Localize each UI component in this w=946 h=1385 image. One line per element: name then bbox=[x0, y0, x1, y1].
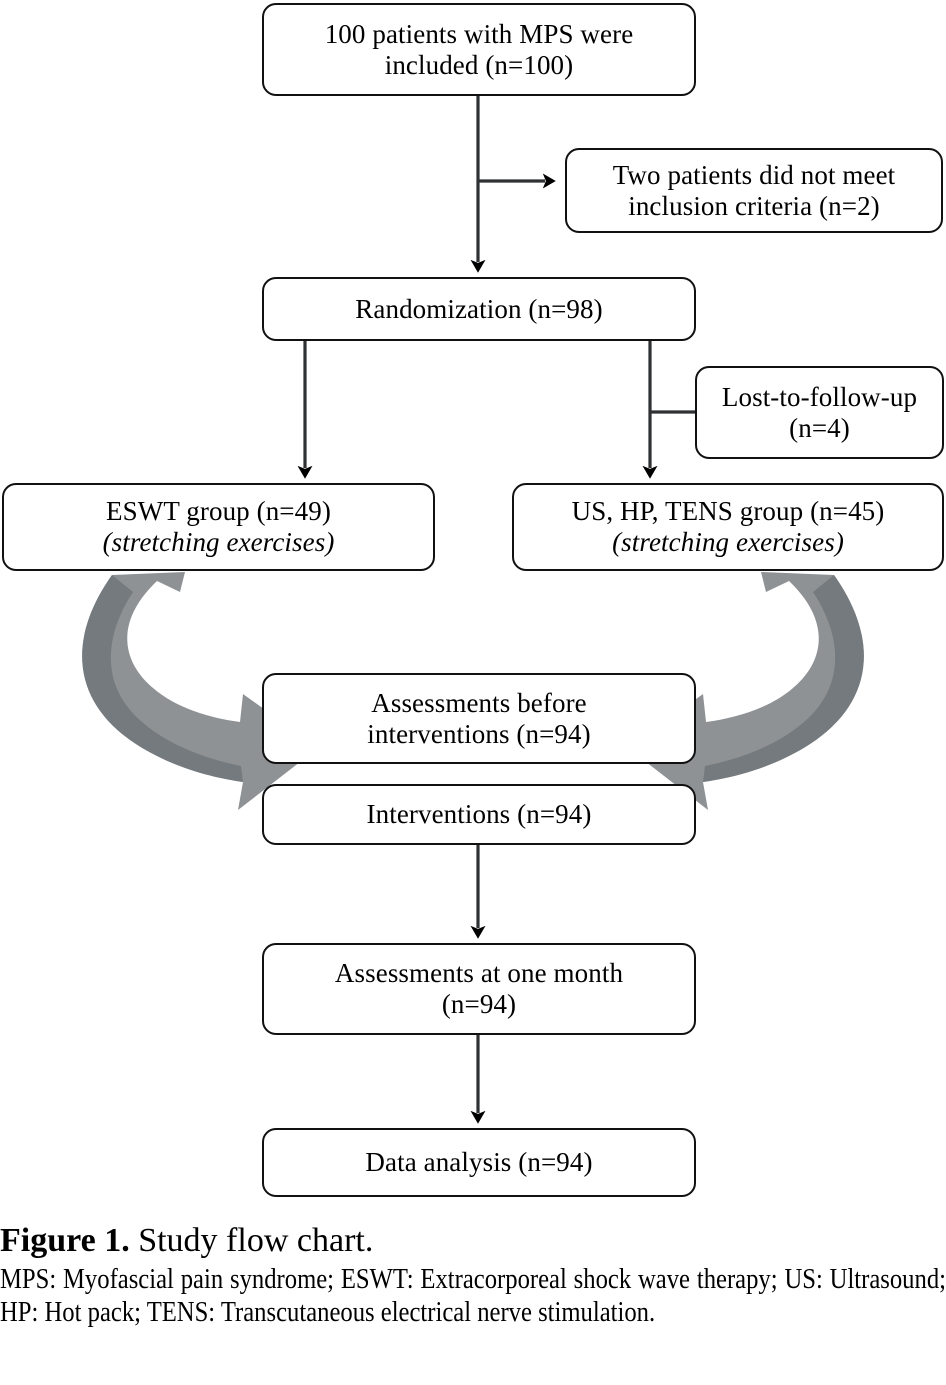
node-included-line1: 100 patients with MPS were bbox=[324, 18, 634, 49]
study-flow-chart: 100 patients with MPS were included (n=1… bbox=[2, 3, 944, 1197]
node-assess-before-line2: interventions (n=94) bbox=[367, 718, 591, 749]
node-lost-line1: Lost-to-follow-up bbox=[721, 381, 918, 412]
figure-title-line: Figure 1. Study flow chart. bbox=[0, 1222, 946, 1260]
node-eswt-group: ESWT group (n=49) (stretching exercises) bbox=[2, 483, 435, 571]
node-assess-before-line1: Assessments before bbox=[371, 687, 587, 718]
node-not-meet-inclusion: Two patients did not meet inclusion crit… bbox=[565, 148, 943, 233]
node-interventions: Interventions (n=94) bbox=[262, 784, 696, 845]
node-lost-to-follow-up: Lost-to-follow-up (n=4) bbox=[695, 366, 944, 459]
node-assess-month-line2: (n=94) bbox=[441, 989, 517, 1019]
node-data-analysis-line1: Data analysis (n=94) bbox=[365, 1147, 593, 1178]
node-assess-month-line1: Assessments at one month bbox=[334, 958, 624, 989]
node-notmeet-line1: Two patients did not meet bbox=[612, 159, 896, 190]
node-eswt-line1: ESWT group (n=49) bbox=[106, 496, 331, 527]
node-interventions-line1: Interventions (n=94) bbox=[366, 799, 592, 830]
node-lost-line2: (n=4) bbox=[789, 412, 850, 443]
node-random-line1: Randomization (n=98) bbox=[355, 293, 603, 324]
node-included: 100 patients with MPS were included (n=1… bbox=[262, 3, 696, 96]
node-included-line2: included (n=100) bbox=[384, 49, 574, 80]
node-ushp-line2: (stretching exercises) bbox=[612, 527, 844, 557]
node-us-hp-tens-group: US, HP, TENS group (n=45) (stretching ex… bbox=[512, 483, 944, 571]
node-notmeet-line2: inclusion criteria (n=2) bbox=[628, 190, 880, 221]
figure-label: Figure 1. bbox=[0, 1222, 130, 1259]
figure-title-text: Study flow chart. bbox=[138, 1222, 374, 1259]
node-eswt-line2: (stretching exercises) bbox=[102, 527, 335, 557]
node-assessments-at-one-month: Assessments at one month (n=94) bbox=[262, 943, 696, 1035]
figure-abbreviations: MPS: Myofascial pain syndrome; ESWT: Ext… bbox=[0, 1264, 946, 1328]
node-assessments-before-interventions: Assessments before interventions (n=94) bbox=[262, 673, 696, 764]
figure-caption: Figure 1. Study flow chart. MPS: Myofasc… bbox=[0, 1222, 946, 1329]
node-data-analysis: Data analysis (n=94) bbox=[262, 1128, 696, 1197]
node-ushp-line1: US, HP, TENS group (n=45) bbox=[571, 496, 885, 527]
curved-arrow-left bbox=[82, 572, 318, 810]
node-randomization: Randomization (n=98) bbox=[262, 277, 696, 341]
